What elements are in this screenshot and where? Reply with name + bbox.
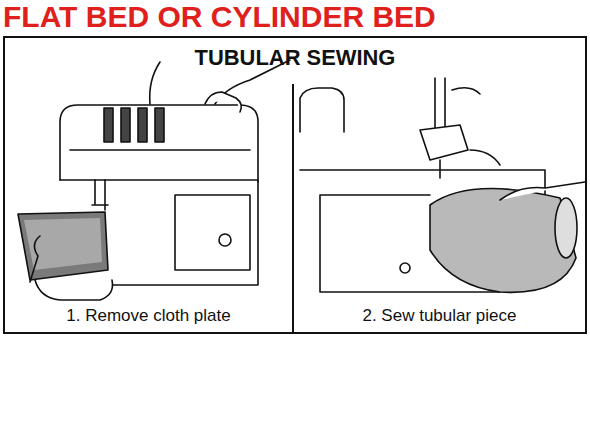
thread-bottle [300, 88, 344, 132]
upper-hand [205, 92, 241, 112]
serger-top [60, 105, 258, 182]
step-panel: 2. Sew tubular piece [294, 84, 585, 332]
step-panel: 1. Remove cloth plate [5, 84, 294, 332]
title: FLAT BED OR CYLINDER BED [3, 0, 436, 33]
body-line [70, 149, 250, 151]
spool [155, 108, 164, 142]
needle [439, 160, 441, 178]
needle [92, 180, 108, 210]
frame-box: TUBULAR SEWING 1. Remove cloth plate 2. Se… [3, 36, 587, 334]
hand [500, 182, 585, 200]
step-caption: 1. Remove cloth plate [63, 306, 233, 326]
step-caption: 2. Sew tubular piece [359, 306, 519, 326]
finger [470, 150, 500, 165]
bed-hole [400, 263, 410, 273]
spool [104, 108, 113, 142]
presser-foot [420, 125, 468, 160]
thumb [30, 236, 40, 282]
spool [121, 108, 130, 142]
serger-drawing [18, 60, 290, 300]
thread [452, 88, 480, 94]
needle-bar [435, 78, 445, 130]
tubular-fabric [430, 189, 576, 293]
machine-drawing [300, 78, 585, 292]
knob [219, 234, 231, 246]
side-cover [175, 195, 250, 270]
cloth-plate [18, 212, 108, 280]
heading: TUBULAR SEWING [5, 45, 585, 71]
spool [138, 108, 147, 142]
lower-hand [35, 280, 113, 300]
power-cord [150, 62, 160, 104]
tube-end [555, 198, 577, 258]
